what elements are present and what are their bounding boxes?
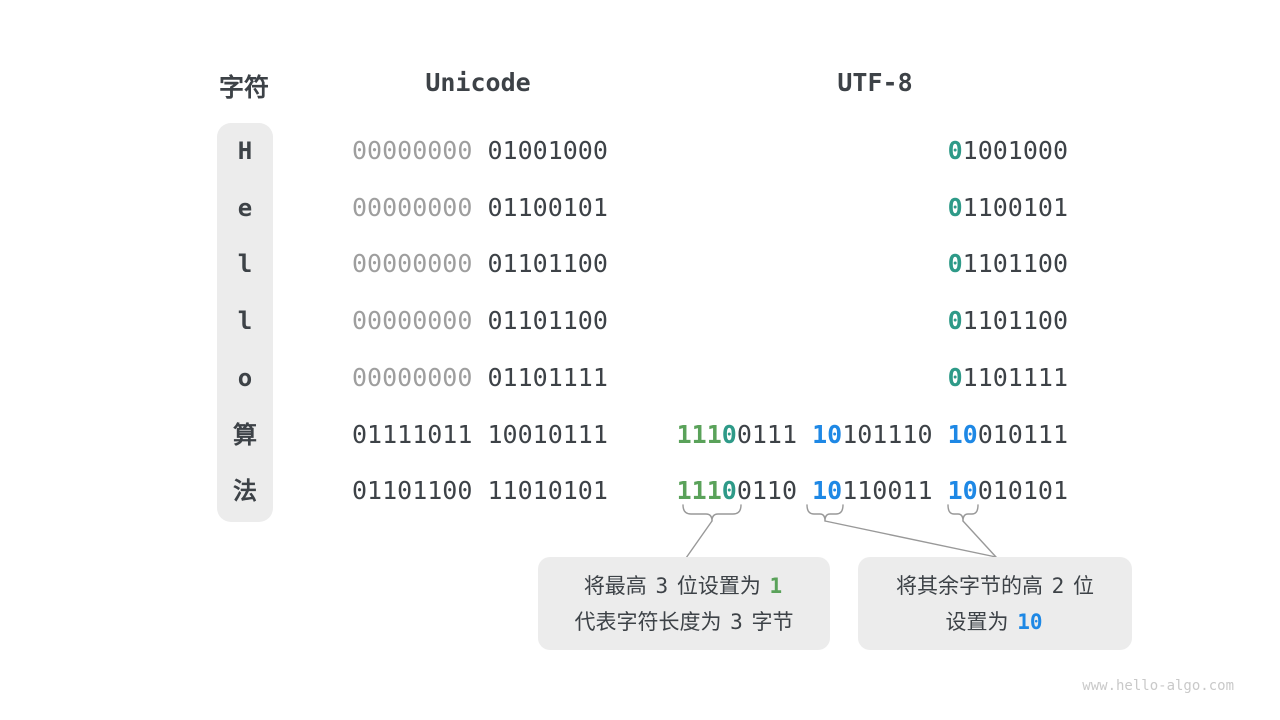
row-unicode-bits: 00000000 01101100 xyxy=(352,307,608,335)
bit-segment: 1 xyxy=(769,573,783,598)
bit-segment: 110011 xyxy=(842,476,933,505)
row-char-cell: H xyxy=(237,137,253,165)
row-utf8-bits: 01101100 xyxy=(948,250,1068,278)
bit-segment: 01100101 xyxy=(487,193,608,222)
row-utf8-bits: 01100101 xyxy=(948,194,1068,222)
bit-segment: 01001000 xyxy=(487,136,608,165)
underbrace-byte3-prefix xyxy=(947,504,979,522)
bit-segment: 0 xyxy=(947,193,963,222)
bit-segment: 0111 xyxy=(736,420,798,449)
callout-text-line: 将其余字节的高 2 位 xyxy=(858,568,1132,604)
bit-segment: 00000000 xyxy=(352,363,473,392)
char-column-pill xyxy=(217,123,273,522)
bit-segment: 00000000 xyxy=(352,249,473,278)
bit-segment: 3 xyxy=(655,573,669,598)
callout-text-line: 将最高 3 位设置为 1 xyxy=(538,568,830,604)
bit-segment: 0110 xyxy=(736,476,798,505)
row-char-cell: l xyxy=(237,307,253,335)
bit-segment: 1101100 xyxy=(962,306,1068,335)
bit-segment: 01101100 xyxy=(487,306,608,335)
bit-segment: 00000000 xyxy=(352,136,473,165)
underbrace-byte1-prefix xyxy=(682,504,742,522)
row-unicode-bits: 01101100 11010101 xyxy=(352,477,608,505)
bit-segment: 01101100 xyxy=(487,249,608,278)
bit-segment: 00000000 xyxy=(352,306,473,335)
bit-segment: 10 xyxy=(947,420,978,449)
row-utf8-bits: 01001000 xyxy=(948,137,1068,165)
row-char-cell: 法 xyxy=(233,477,257,505)
bit-segment: 010101 xyxy=(977,476,1068,505)
bit-segment: 111 xyxy=(676,476,722,505)
bit-segment xyxy=(472,136,487,165)
row-char-cell: l xyxy=(237,250,253,278)
row-unicode-bits: 01111011 10010111 xyxy=(352,421,608,449)
row-unicode-bits: 00000000 01100101 xyxy=(352,194,608,222)
bit-segment: 010111 xyxy=(977,420,1068,449)
bit-segment: 101110 xyxy=(842,420,933,449)
bit-segment: 1001000 xyxy=(962,136,1068,165)
connector-line-right xyxy=(962,520,997,558)
callout-text-line: 设置为 10 xyxy=(858,604,1132,640)
bit-segment: 01101100 xyxy=(352,476,473,505)
row-utf8-bits: 01101100 xyxy=(948,307,1068,335)
watermark: www.hello-algo.com xyxy=(1082,678,1234,694)
bit-segment: 位设置为 xyxy=(670,573,768,598)
bit-segment: 00000000 xyxy=(352,193,473,222)
bit-segment: 0 xyxy=(947,306,963,335)
bit-segment xyxy=(472,306,487,335)
row-char-cell: e xyxy=(237,194,253,222)
bit-segment: 3 xyxy=(730,609,743,634)
column-header-unicode: Unicode xyxy=(425,68,531,97)
callout-text-line: 代表字符长度为 3 字节 xyxy=(538,604,830,640)
bit-segment: 将最高 xyxy=(583,573,654,598)
bit-segment: 10 xyxy=(947,476,978,505)
bit-segment: 0 xyxy=(947,363,963,392)
bit-segment: 1101111 xyxy=(962,363,1068,392)
bit-segment: 111 xyxy=(676,420,722,449)
column-header-char: 字符 xyxy=(218,73,269,102)
connector-line-mid xyxy=(824,520,997,558)
bit-segment: 1100101 xyxy=(962,193,1068,222)
bit-segment xyxy=(933,476,948,505)
row-char-cell: o xyxy=(237,364,253,392)
bit-segment: 0 xyxy=(947,136,963,165)
row-utf8-bits: 01101111 xyxy=(948,364,1068,392)
bit-segment xyxy=(472,193,487,222)
bit-segment: 10 xyxy=(1017,609,1043,634)
bit-segment: 10 xyxy=(812,420,843,449)
bit-segment: 0 xyxy=(721,420,737,449)
bit-segment: 位 xyxy=(1066,573,1095,598)
underbrace-byte2-prefix xyxy=(806,504,844,522)
column-header-utf8: UTF-8 xyxy=(837,68,913,97)
bit-segment: 0 xyxy=(721,476,737,505)
row-char-cell: 算 xyxy=(233,421,257,449)
bit-segment: 10010111 xyxy=(487,420,608,449)
bit-segment: 2 xyxy=(1051,573,1065,598)
bit-segment xyxy=(472,476,487,505)
bit-segment: 11010101 xyxy=(487,476,608,505)
row-utf8-bits: 11100111 10101110 10010111 xyxy=(677,421,1068,449)
row-unicode-bits: 00000000 01001000 xyxy=(352,137,608,165)
row-unicode-bits: 00000000 01101111 xyxy=(352,364,608,392)
bit-segment: 代表字符长度为 xyxy=(574,609,729,634)
callout-continuation-bits: 将其余字节的高 2 位设置为 10 xyxy=(858,557,1132,650)
bit-segment: 10 xyxy=(812,476,843,505)
bit-segment xyxy=(933,420,948,449)
bit-segment: 0 xyxy=(947,249,963,278)
bit-segment xyxy=(797,476,812,505)
bit-segment: 设置为 xyxy=(945,609,1016,634)
row-utf8-bits: 11100110 10110011 10010101 xyxy=(677,477,1068,505)
bit-segment: 字节 xyxy=(744,609,794,634)
bit-segment xyxy=(472,249,487,278)
bit-segment: 1101100 xyxy=(962,249,1068,278)
bit-segment xyxy=(797,420,812,449)
bit-segment: 将其余字节的高 xyxy=(895,573,1050,598)
row-unicode-bits: 00000000 01101100 xyxy=(352,250,608,278)
bit-segment: 01111011 xyxy=(352,420,473,449)
connector-line-left xyxy=(685,520,713,559)
bit-segment xyxy=(472,363,487,392)
bit-segment: 01101111 xyxy=(487,363,608,392)
bit-segment xyxy=(472,420,487,449)
